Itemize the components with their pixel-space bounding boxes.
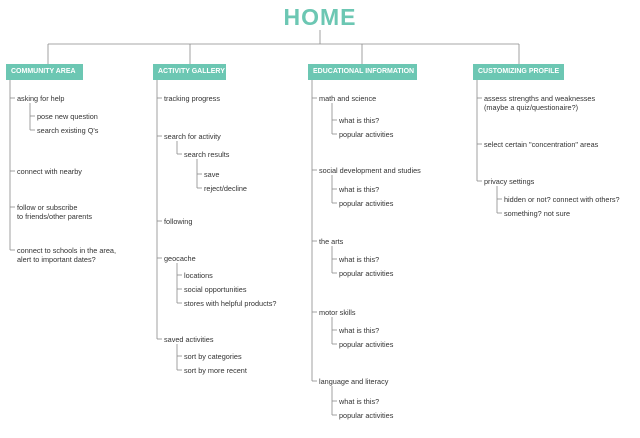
sub-item: something? not sure (504, 209, 570, 218)
sub-item: stores with helpful products? (184, 299, 276, 308)
sub-item-line: popular activities (339, 129, 394, 139)
menu-item: search for activity (164, 132, 221, 141)
menu-item-line: select certain "concentration" areas (484, 139, 599, 149)
menu-item-line: connect with nearby (17, 166, 82, 176)
menu-item: connect to schools in the area,alert to … (17, 246, 116, 264)
column-header: ACTIVITY GALLERY (153, 64, 226, 80)
sub-item: locations (184, 271, 213, 280)
sub-item-line: something? not sure (504, 208, 571, 218)
menu-item: math and science (319, 94, 376, 103)
sub-item-line: social opportunities (184, 284, 247, 294)
page-title: HOME (283, 4, 357, 30)
sub-sub-item-line: reject/decline (204, 183, 247, 193)
menu-item-line: motor skills (319, 307, 356, 317)
menu-item: the arts (319, 237, 343, 246)
sub-item: hidden or not? connect with others? (504, 195, 620, 204)
menu-item-line: alert to important dates? (17, 254, 96, 264)
column-header: CUSTOMIZING PROFILE (473, 64, 564, 80)
sub-item-line: pose new question (37, 111, 98, 121)
sub-item: what is this? (339, 326, 379, 335)
column-header: EDUCATIONAL INFORMATION (308, 64, 417, 80)
menu-item-line: following (164, 216, 193, 226)
sub-item-line: search results (184, 149, 230, 159)
column-header: COMMUNITY AREA (6, 64, 83, 80)
sub-item: what is this? (339, 255, 379, 264)
sub-item: search results (184, 150, 229, 159)
sub-item: what is this? (339, 397, 379, 406)
menu-item-line: asking for help (17, 93, 65, 103)
menu-item-line: social development and studies (319, 165, 421, 175)
menu-item: privacy settings (484, 177, 534, 186)
sub-item-line: sort by more recent (184, 365, 247, 375)
sub-item-line: what is this? (339, 254, 380, 264)
menu-item-line: language and literacy (319, 376, 389, 386)
sub-item: pose new question (37, 112, 98, 121)
sub-item-line: hidden or not? connect with others? (504, 194, 620, 204)
menu-item-line: privacy settings (484, 176, 535, 186)
menu-item-line: saved activities (164, 334, 214, 344)
sub-item: popular activities (339, 130, 393, 139)
sub-item: popular activities (339, 340, 393, 349)
sub-item: what is this? (339, 185, 379, 194)
sub-item-line: what is this? (339, 325, 380, 335)
menu-item: connect with nearby (17, 167, 82, 176)
sub-item: search existing Q's (37, 126, 98, 135)
sub-item-line: what is this? (339, 396, 380, 406)
sub-item-line: popular activities (339, 410, 394, 420)
sub-item-line: stores with helpful products? (184, 298, 277, 308)
menu-item: saved activities (164, 335, 213, 344)
sub-item-line: what is this? (339, 115, 380, 125)
sub-item: what is this? (339, 116, 379, 125)
menu-item: assess strengths and weaknesses(maybe a … (484, 94, 595, 112)
menu-item-line: geocache (164, 253, 196, 263)
menu-item: select certain "concentration" areas (484, 140, 598, 149)
sub-item-line: search existing Q's (37, 125, 99, 135)
sub-item-line: popular activities (339, 339, 394, 349)
menu-item-line: to friends/other parents (17, 211, 93, 221)
menu-item: geocache (164, 254, 196, 263)
sub-item: sort by more recent (184, 366, 247, 375)
menu-item-line: follow or subscribe (17, 202, 78, 212)
menu-item: tracking progress (164, 94, 220, 103)
menu-item: social development and studies (319, 166, 421, 175)
sub-item-line: popular activities (339, 198, 394, 208)
menu-item: asking for help (17, 94, 64, 103)
sub-item: popular activities (339, 411, 393, 420)
sub-item: popular activities (339, 199, 393, 208)
menu-item-line: tracking progress (164, 93, 220, 103)
menu-item-line: the arts (319, 236, 344, 246)
menu-item: language and literacy (319, 377, 388, 386)
sub-item: sort by categories (184, 352, 242, 361)
menu-item-line: math and science (319, 93, 377, 103)
menu-item-line: (maybe a quiz/questionaire?) (484, 102, 579, 112)
menu-item: following (164, 217, 192, 226)
sub-item-line: locations (184, 270, 213, 280)
menu-item-line: search for activity (164, 131, 221, 141)
sub-item-line: what is this? (339, 184, 380, 194)
menu-item: motor skills (319, 308, 356, 317)
menu-item-line: assess strengths and weaknesses (484, 93, 596, 103)
sub-item-line: popular activities (339, 268, 394, 278)
sub-sub-item: save (204, 170, 219, 179)
sub-item: social opportunities (184, 285, 246, 294)
menu-item-line: connect to schools in the area, (17, 245, 116, 255)
sub-sub-item-line: save (204, 169, 220, 179)
sub-item: popular activities (339, 269, 393, 278)
sub-sub-item: reject/decline (204, 184, 247, 193)
sub-item-line: sort by categories (184, 351, 242, 361)
